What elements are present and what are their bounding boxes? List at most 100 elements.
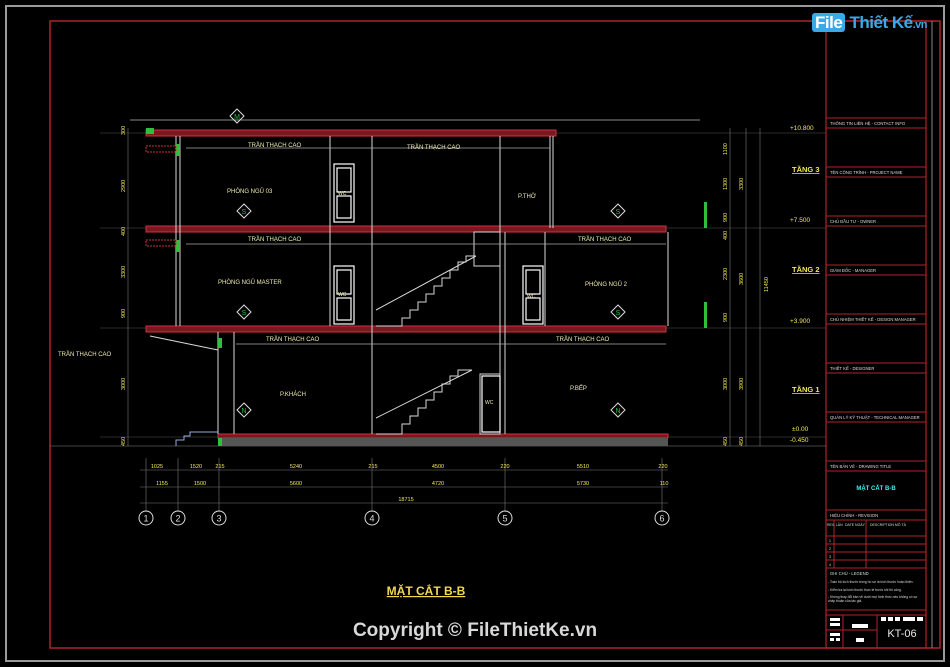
svg-text:3300: 3300: [121, 266, 127, 278]
ceiling-label: TRẦN THẠCH CAO: [58, 351, 112, 358]
grid-bubble: 3: [216, 514, 221, 524]
rev-row: 4: [829, 563, 831, 567]
grid-bubble: 6: [659, 514, 664, 524]
note-line: - Kiểm tra lại kích thước thực tế trước …: [828, 588, 902, 592]
rev-header-date: DATE NGÀY: [845, 523, 866, 527]
note-line: - Không thay đổi bản vẽ dưới mọi hình th…: [828, 595, 918, 604]
svg-text:300: 300: [121, 126, 127, 135]
logo-suffix: .vn: [912, 19, 928, 31]
svg-text:3000: 3000: [723, 378, 729, 390]
room-labels: TRẦN THẠCH CAO TRẦN THẠCH CAO TRẦN THẠCH…: [58, 142, 632, 406]
vertical-dims: 300 2900 400 3300 900 3000 450 1100 1300…: [121, 126, 770, 446]
tb-notes-label: GHI CHÚ - LEGEND: [830, 571, 869, 576]
section-mark: S: [616, 310, 621, 317]
rev-row: 2: [829, 547, 831, 551]
room-label: PHÒNG NGỦ MASTER: [218, 279, 282, 286]
wc-label: WC: [338, 191, 347, 197]
svg-text:900: 900: [723, 313, 729, 322]
floor-label: TẦNG 3: [792, 164, 820, 174]
room-label: PHÒNG NGỦ 03: [227, 188, 273, 195]
vertical-dimension-lines: [127, 128, 761, 446]
ceiling-label: TRẦN THẠCH CAO: [266, 336, 320, 343]
svg-text:110: 110: [660, 481, 669, 487]
title-block-text: THÔNG TIN LIÊN HỆ - CONTACT INFO TÊN CÔN…: [827, 121, 920, 592]
ceiling-label: TRẦN THẠCH CAO: [407, 144, 461, 151]
tb-project: TÊN CÔNG TRÌNH - PROJECT NAME: [830, 170, 903, 175]
tb-designer: THIẾT KẾ - DESIGNER: [830, 366, 874, 371]
tb-director: GIÁM ĐỐC - MANAGER: [830, 268, 876, 273]
section-mark: M: [234, 114, 240, 121]
room-label: P.KHÁCH: [280, 391, 306, 398]
svg-text:5240: 5240: [290, 464, 302, 470]
svg-text:3600: 3600: [739, 273, 745, 285]
drawing-frame: [49, 20, 941, 649]
svg-text:1500: 1500: [194, 481, 206, 487]
svg-text:4720: 4720: [432, 481, 444, 487]
svg-text:400: 400: [121, 227, 127, 236]
level-value: +10.800: [790, 125, 814, 132]
room-label: P.BẾP: [570, 385, 587, 392]
rev-row: 3: [829, 555, 831, 559]
svg-text:1155: 1155: [156, 481, 168, 487]
level-value: -0.450: [790, 437, 809, 444]
svg-text:2900: 2900: [121, 180, 127, 192]
tb-drawing-name-label: TÊN BẢN VẼ - DRAWING TITLE: [830, 464, 891, 469]
svg-text:5730: 5730: [577, 481, 589, 487]
ceiling-label: TRẦN THẠCH CAO: [578, 236, 632, 243]
svg-text:1300: 1300: [723, 178, 729, 190]
svg-text:1520: 1520: [190, 464, 202, 470]
wc-label: WC: [527, 294, 536, 300]
tb-technical: QUẢN LÝ KỸ THUẬT - TECHNICAL MANAGER: [830, 415, 920, 420]
level-markers: +10.800 +7.500 +3.900 ±0.00 -0.450 TẦNG …: [790, 125, 820, 444]
svg-text:2300: 2300: [723, 268, 729, 280]
grid-bubble: 4: [369, 514, 374, 524]
total-length: 18715: [398, 497, 413, 503]
level-value: +7.500: [790, 217, 810, 224]
section-mark: N: [615, 408, 620, 415]
level-value: ±0.00: [792, 426, 809, 433]
copyright-watermark: Copyright © FileThietKe.vn: [352, 620, 598, 641]
tb-design-lead: CHỦ NHIỆM THIẾT KẾ - DESIGN MANAGER: [830, 317, 916, 322]
note-line: - Toàn bộ kích thước trong hồ sơ là kích…: [828, 580, 914, 584]
svg-text:450: 450: [723, 437, 729, 446]
room-label: P.THỜ: [518, 193, 536, 200]
rev-header-no: REV. LẦN: [827, 523, 843, 527]
svg-text:3900: 3900: [739, 378, 745, 390]
svg-text:220: 220: [658, 464, 667, 470]
level-lines: [50, 132, 826, 447]
rev-header-desc: DESCRIPTION MÔ TẢ: [870, 522, 907, 527]
section-mark: S: [242, 310, 247, 317]
section-mark: S: [242, 209, 247, 216]
floor-label: TẦNG 1: [792, 384, 820, 394]
grid-axes: 1 2 3 4 5 6: [138, 510, 670, 526]
filethietke-logo: File Thiết Kế.vn: [812, 13, 928, 33]
grid-bubble: 1: [143, 514, 148, 524]
svg-text:1025: 1025: [151, 464, 163, 470]
ceiling-label: TRẦN THẠCH CAO: [556, 336, 610, 343]
logo-thietke: Thiết Kế: [849, 13, 914, 32]
svg-text:3000: 3000: [121, 378, 127, 390]
title-block-stamps: [830, 617, 923, 642]
ceiling-label: TRẦN THẠCH CAO: [248, 142, 302, 149]
ceiling-label: TRẦN THẠCH CAO: [248, 236, 302, 243]
svg-text:215: 215: [368, 464, 377, 470]
svg-text:900: 900: [121, 309, 127, 318]
svg-text:400: 400: [723, 231, 729, 240]
level-value: +3.900: [790, 318, 810, 325]
svg-text:220: 220: [500, 464, 509, 470]
drawing-title: MẶT CẮT B-B: [387, 583, 466, 598]
svg-text:450: 450: [121, 437, 127, 446]
svg-text:5600: 5600: [290, 481, 302, 487]
overall-height: 11450: [764, 277, 770, 292]
grid-bubble: 2: [175, 514, 180, 524]
note-line-wrap: - Không thay đổi bản vẽ dưới mọi hình th…: [828, 595, 918, 604]
ground-slab: [218, 438, 668, 446]
tb-revision-label: HIỆU CHỈNH - REVISION: [830, 513, 878, 518]
floor-label: TẦNG 2: [792, 264, 820, 274]
room-label: PHÒNG NGỦ 2: [585, 281, 628, 288]
tb-drawing-name: MẶT CẮT B-B: [856, 484, 896, 492]
wc-label: WC: [338, 292, 347, 298]
logo-file: File: [812, 13, 846, 32]
